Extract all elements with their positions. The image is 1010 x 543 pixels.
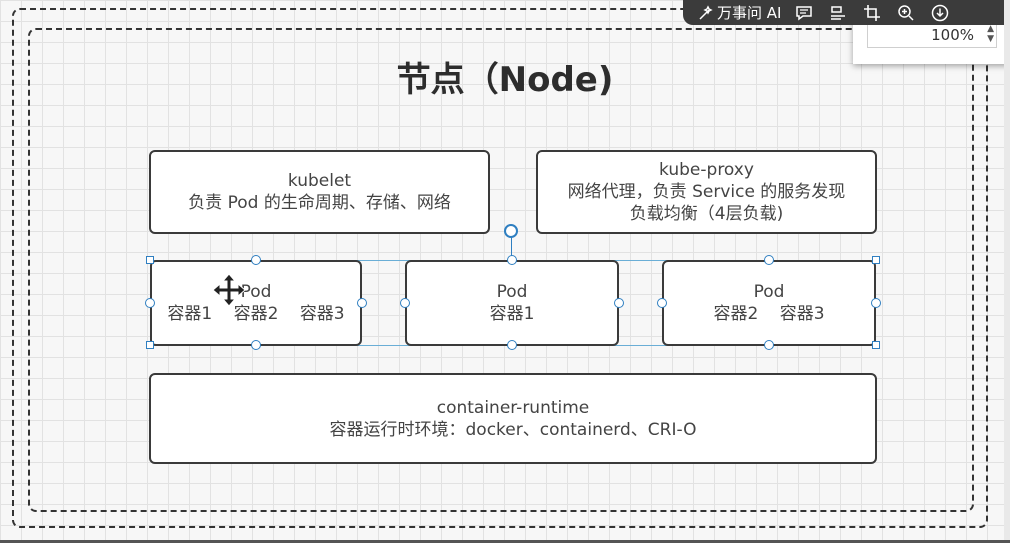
magic-wand-icon: [695, 3, 717, 23]
comment-button[interactable]: [793, 3, 815, 23]
align-icon: [827, 3, 849, 23]
connection-point[interactable]: [400, 298, 410, 308]
ai-label: 万事问 AI: [717, 4, 782, 22]
kubelet-desc: 负责 Pod 的生命周期、存储、网络: [188, 193, 451, 213]
align-button[interactable]: [827, 3, 849, 23]
window-right-edge: [1004, 0, 1010, 543]
kubelet-box[interactable]: kubelet 负责 Pod 的生命周期、存储、网络: [149, 150, 490, 234]
ai-assistant-button[interactable]: 万事问 AI: [695, 2, 781, 23]
download-button[interactable]: [929, 3, 951, 23]
zoom-value: 100%: [931, 26, 974, 44]
connection-point[interactable]: [657, 298, 667, 308]
connection-point[interactable]: [871, 298, 881, 308]
rotate-handle-stem: [511, 236, 512, 258]
crop-button[interactable]: [861, 3, 883, 23]
resize-handle-top-left[interactable]: [146, 256, 154, 264]
resize-handle-top-right[interactable]: [872, 256, 880, 264]
kube-proxy-desc-1: 网络代理，负责 Service 的服务发现: [567, 182, 846, 202]
resize-handle-bottom-right[interactable]: [872, 341, 880, 349]
connection-point[interactable]: [507, 340, 517, 350]
runtime-name: container-runtime: [436, 397, 590, 418]
pod-box-1[interactable]: Pod 容器1 容器2 容器3: [150, 260, 362, 346]
container-label: 容器2: [713, 304, 759, 324]
connection-point[interactable]: [251, 255, 261, 265]
node-boundary-frame[interactable]: [28, 28, 974, 512]
kube-proxy-desc-2: 负载均衡（4层负载): [629, 204, 784, 224]
comment-icon: [793, 3, 815, 23]
pod-label: Pod: [753, 282, 785, 302]
runtime-desc: 容器运行时环境：docker、containerd、CRI-O: [329, 419, 697, 440]
container-runtime-box[interactable]: container-runtime 容器运行时环境：docker、contain…: [149, 373, 877, 464]
connection-point[interactable]: [507, 255, 517, 265]
diagram-title: 节点（Node): [396, 60, 614, 100]
kube-proxy-box[interactable]: kube-proxy 网络代理，负责 Service 的服务发现 负载均衡（4层…: [536, 150, 877, 234]
container-label: 容器3: [299, 304, 345, 324]
zoom-in-button[interactable]: [895, 3, 917, 23]
outer-dashed-frame: [12, 8, 988, 528]
floating-toolbar: 万事问 AI: [683, 0, 1010, 25]
container-label: 容器1: [489, 304, 535, 324]
connection-point[interactable]: [145, 298, 155, 308]
kube-proxy-name: kube-proxy: [659, 160, 754, 180]
pod-label: Pod: [240, 282, 272, 302]
move-cursor-icon: [212, 273, 246, 307]
container-label: 容器2: [233, 304, 279, 324]
pod-label: Pod: [496, 282, 528, 302]
crop-icon: [861, 3, 883, 23]
resize-handle-bottom-left[interactable]: [146, 341, 154, 349]
window-bottom-edge: [0, 540, 1010, 543]
rotate-handle[interactable]: [504, 224, 518, 238]
zoom-spinner-icon[interactable]: ▲▼: [987, 24, 994, 44]
zoom-in-icon: [895, 3, 917, 23]
container-label: 容器1: [167, 304, 213, 324]
connection-point[interactable]: [764, 340, 774, 350]
connection-point[interactable]: [251, 340, 261, 350]
connection-point[interactable]: [764, 255, 774, 265]
connection-point[interactable]: [614, 298, 624, 308]
download-icon: [929, 3, 951, 23]
kubelet-name: kubelet: [287, 171, 352, 191]
pod-box-2[interactable]: Pod 容器1: [405, 260, 619, 346]
pod-box-3[interactable]: Pod 容器2 容器3: [662, 260, 876, 346]
connection-point[interactable]: [357, 298, 367, 308]
container-label: 容器3: [779, 304, 825, 324]
